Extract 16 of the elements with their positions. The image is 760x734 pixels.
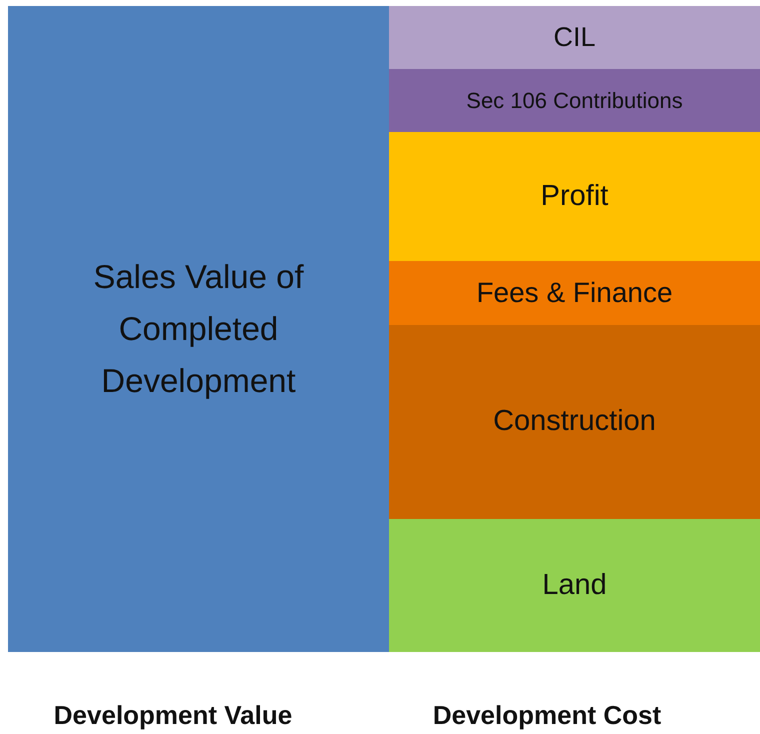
column-caption: Development Value — [54, 699, 292, 732]
cost-block — [389, 261, 760, 325]
cost-block — [389, 69, 760, 132]
cost-block — [389, 519, 760, 652]
block-label: Construction — [493, 404, 656, 440]
block-label: Sales Value of Completed Development — [92, 257, 305, 401]
cost-block — [389, 325, 760, 519]
block-label: Fees & Finance — [476, 276, 673, 310]
block-label: Sec 106 Contributions — [466, 87, 683, 115]
cost-block — [389, 132, 760, 261]
block-label: Land — [542, 568, 607, 603]
value-block — [8, 6, 389, 652]
cost-block — [389, 6, 760, 69]
block-label: Profit — [540, 178, 608, 214]
block-label: CIL — [553, 21, 596, 54]
column-caption: Development Cost — [432, 699, 662, 732]
